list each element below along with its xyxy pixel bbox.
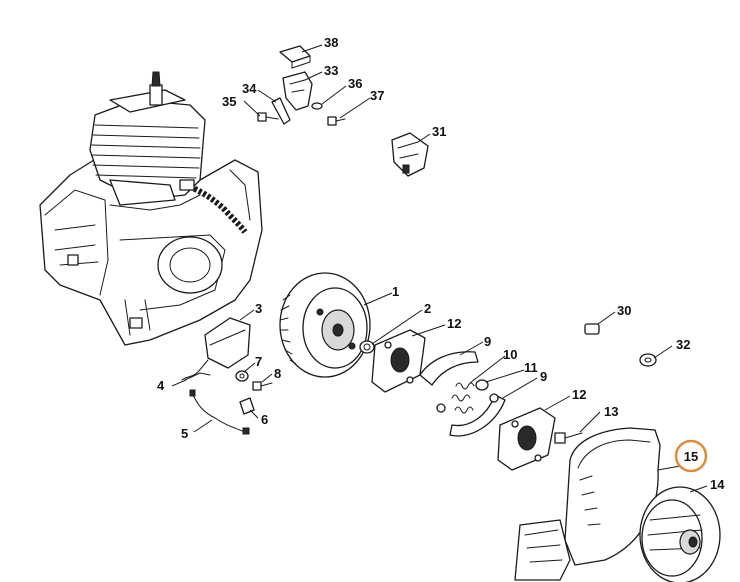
part-13-screw <box>554 432 583 444</box>
part-9-clutch-shoe-b <box>449 393 506 437</box>
part-8-screw <box>252 381 273 391</box>
label-8: 8 <box>274 366 281 381</box>
part-38 <box>279 45 311 69</box>
part-1-flywheel <box>279 272 371 378</box>
label-9a: 9 <box>484 334 491 349</box>
label-33: 33 <box>324 63 338 78</box>
label-5: 5 <box>181 426 188 441</box>
label-6: 6 <box>261 412 268 427</box>
label-38: 38 <box>324 35 338 50</box>
part-33 <box>282 71 313 111</box>
label-4: 4 <box>157 378 165 393</box>
part-31 <box>391 132 429 177</box>
part-10-spring <box>451 382 475 414</box>
part-36 <box>311 102 323 110</box>
part-12-carrier-plate-a <box>371 329 426 393</box>
label-10: 10 <box>503 347 517 362</box>
part-number-labels: 38 33 34 35 36 37 31 1 2 12 9 10 11 9 12… <box>157 35 725 492</box>
part-4-lead <box>184 372 211 381</box>
label-37: 37 <box>370 88 384 103</box>
part-3-ignition-module <box>181 317 251 381</box>
label-12a: 12 <box>447 316 461 331</box>
label-11: 11 <box>524 360 538 375</box>
cylinder <box>89 71 206 206</box>
label-36: 36 <box>348 76 362 91</box>
label-13: 13 <box>604 404 618 419</box>
label-32: 32 <box>676 337 690 352</box>
part-5-wire <box>189 389 250 435</box>
label-35: 35 <box>222 94 236 109</box>
part-35-screw <box>257 112 279 122</box>
part-34 <box>271 97 291 125</box>
label-9b: 9 <box>540 369 547 384</box>
leader-lines <box>171 44 708 493</box>
label-30: 30 <box>617 303 631 318</box>
label-34: 34 <box>242 81 257 96</box>
callout-15-highlight: 15 <box>674 439 708 473</box>
label-31: 31 <box>432 124 446 139</box>
label-14: 14 <box>710 477 725 492</box>
label-2: 2 <box>424 301 431 316</box>
part-37-screw <box>327 116 346 126</box>
part-14-clutch-drum <box>639 486 721 582</box>
part-12-carrier-plate-b <box>497 407 556 471</box>
part-15-fan-housing <box>514 427 661 581</box>
label-3: 3 <box>255 301 262 316</box>
ignition-lead <box>179 179 248 234</box>
label-1: 1 <box>392 284 399 299</box>
label-15: 15 <box>684 449 698 464</box>
part-7-washer <box>235 370 249 382</box>
part-30-sleeve <box>584 323 600 335</box>
part-9-clutch-shoe-a <box>419 351 479 413</box>
label-7: 7 <box>255 354 262 369</box>
label-12b: 12 <box>572 387 586 402</box>
highlight-ring <box>674 439 708 473</box>
part-2-nut <box>359 340 375 354</box>
part-32-washer <box>639 353 657 367</box>
part-11-pin <box>475 379 489 391</box>
